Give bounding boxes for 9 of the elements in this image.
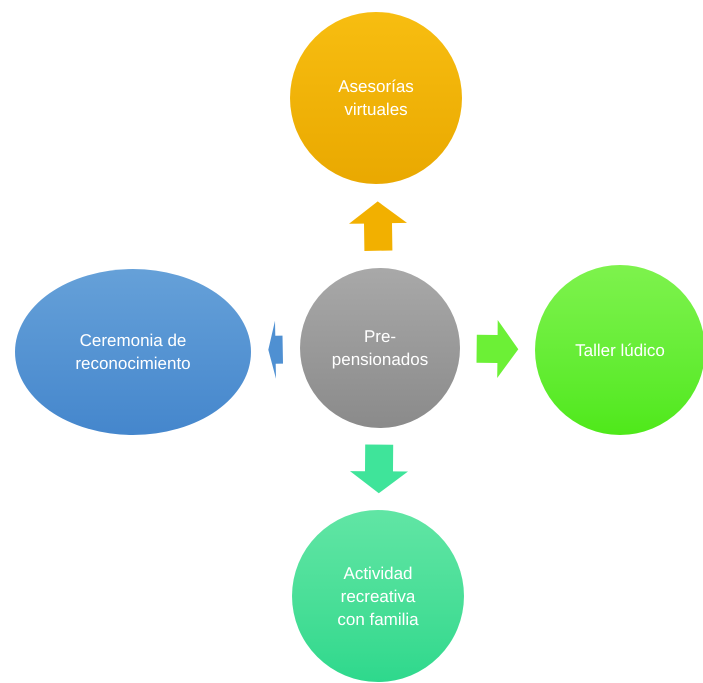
node-label: Asesorías virtuales bbox=[337, 76, 415, 121]
block-arrow bbox=[476, 320, 518, 378]
node-label: Ceremonia de reconocimiento bbox=[74, 330, 192, 375]
block-arrow bbox=[350, 444, 408, 494]
block-arrow bbox=[349, 201, 407, 251]
node-label: Pre- pensionados bbox=[330, 326, 430, 371]
node-label: Taller lúdico bbox=[575, 340, 665, 362]
block-arrow bbox=[268, 320, 283, 379]
node-label: Actividad recreativa con familia bbox=[336, 562, 420, 630]
